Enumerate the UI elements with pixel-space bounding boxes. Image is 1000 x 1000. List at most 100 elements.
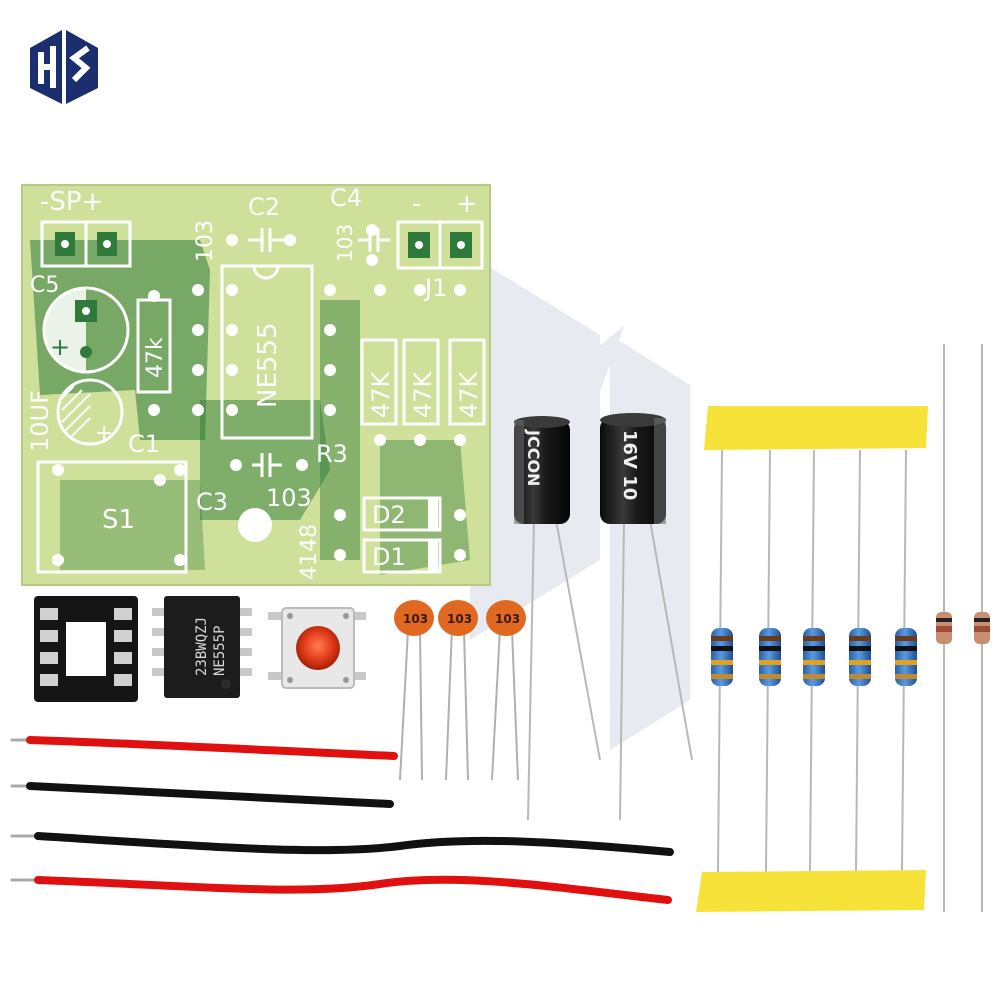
pcb-hole — [366, 254, 378, 266]
pcb-hole — [284, 234, 296, 246]
electrolytic-capacitors: JCCON 16V 10 — [514, 413, 693, 821]
resistor-1 — [711, 628, 733, 686]
pcb-hole — [296, 459, 308, 471]
tape-top — [704, 406, 928, 450]
ic-socket — [34, 596, 138, 702]
wire-red-short — [10, 736, 398, 760]
pcb-hole — [454, 549, 466, 561]
label-d2: D2 — [372, 501, 406, 529]
label-103-c4: 103 — [333, 224, 357, 262]
ceramic-capacitors: 103 103 103 — [394, 600, 526, 781]
s1-footprint: S1 — [36, 460, 188, 574]
pcb-hole — [230, 459, 242, 471]
label-c3-103: 103 — [266, 484, 312, 512]
pcb-hole — [374, 434, 386, 446]
pcb-hole — [174, 554, 186, 566]
pcb-hole — [192, 284, 204, 296]
diodes — [936, 344, 990, 912]
label-c3: C3 — [196, 488, 228, 516]
pcb-hole — [334, 549, 346, 561]
chip-line1: 23BWQZJ — [194, 617, 210, 676]
pcb-hole — [334, 509, 346, 521]
pcb-hole — [414, 284, 426, 296]
pcb-hole — [192, 324, 204, 336]
speaker-connector: -SP+ — [40, 187, 132, 268]
pcb-hole — [52, 464, 64, 476]
pcb-hole — [414, 434, 426, 446]
pcb-board: -SP+ - + J1 C2 C4 103 103 — [21, 184, 491, 586]
label-j1: J1 — [423, 274, 447, 302]
ceramic-cap-3-label: 103 — [495, 612, 520, 626]
resistor-5 — [895, 628, 917, 686]
diode-1 — [936, 612, 952, 644]
ceramic-cap-1: 103 — [394, 600, 434, 636]
electrolytic-cap-1-label: JCCON — [524, 429, 543, 486]
chip-line2: NE555P — [212, 625, 228, 676]
label-47k-left: 47k — [143, 337, 168, 378]
label-47k-a: 47K — [367, 370, 395, 418]
svg-text:+: + — [95, 421, 113, 446]
ceramic-cap-1-label: 103 — [403, 612, 428, 626]
electrolytic-cap-2-label: 16V 10 — [619, 430, 640, 500]
pcb-hole — [454, 434, 466, 446]
label-j1-minus: - — [412, 189, 421, 219]
diode-footprints: D2 D1 4148 — [297, 496, 442, 580]
pcb-hole — [324, 404, 336, 416]
label-c1: C1 — [128, 430, 160, 458]
resistor-4 — [849, 628, 871, 686]
pcb-hole — [226, 364, 238, 376]
pcb-hole — [454, 509, 466, 521]
r-47k-left: 47k — [136, 298, 172, 394]
pcb-hole — [454, 284, 466, 296]
ceramic-cap-2: 103 — [438, 600, 478, 636]
ic-footprint: NE555 — [220, 264, 314, 440]
pcb-hole — [52, 554, 64, 566]
pcb-hole — [154, 474, 166, 486]
tape-bottom — [696, 870, 926, 912]
label-103-left: 103 — [193, 220, 218, 262]
label-ne555: NE555 — [253, 322, 283, 408]
wire-black-long — [10, 832, 674, 856]
c1-footprint: + 10UF C1 — [26, 378, 160, 458]
resistor-3 — [803, 628, 825, 686]
svg-text:+: + — [50, 333, 70, 361]
ceramic-cap-3: 103 — [486, 600, 526, 636]
pcb-hole — [374, 284, 386, 296]
label-d1: D1 — [372, 543, 406, 571]
label-sp: -SP+ — [40, 187, 103, 217]
electrolytic-cap-1: JCCON — [514, 416, 570, 524]
pcb-hole — [324, 364, 336, 376]
label-r3: R3 — [316, 440, 348, 468]
pcb-hole — [148, 404, 160, 416]
label-c4: C4 — [330, 184, 362, 212]
pcb-hole — [324, 284, 336, 296]
c5-footprint: C5 + — [30, 273, 130, 374]
resistor-strip — [696, 406, 928, 912]
power-connector-j1: - + J1 — [396, 189, 484, 302]
ceramic-cap-2-label: 103 — [447, 612, 472, 626]
label-c5: C5 — [30, 273, 59, 298]
pcb-hole — [226, 404, 238, 416]
wires — [10, 736, 674, 904]
label-4148: 4148 — [297, 524, 322, 580]
pcb-hole — [324, 324, 336, 336]
wire-red-long — [10, 875, 672, 904]
label-10uf: 10UF — [26, 390, 54, 452]
electrolytic-cap-2: 16V 10 — [600, 413, 666, 524]
resistor-2 — [759, 628, 781, 686]
label-s1: S1 — [102, 505, 135, 535]
pcb-hole — [192, 364, 204, 376]
brand-logo — [30, 30, 98, 104]
pcb-hole — [192, 404, 204, 416]
pcb-hole — [226, 234, 238, 246]
wire-black-short — [10, 782, 394, 808]
pcb-hole — [174, 464, 186, 476]
label-47k-c: 47K — [455, 370, 483, 418]
label-c2: C2 — [248, 193, 280, 221]
r-47k-group: 47K 47K 47K — [360, 338, 486, 426]
label-47k-b: 47K — [409, 370, 437, 418]
pcb-hole — [366, 224, 378, 236]
pcb-hole — [226, 324, 238, 336]
ne555-chip: 23BWQZJ NE555P — [152, 596, 252, 698]
